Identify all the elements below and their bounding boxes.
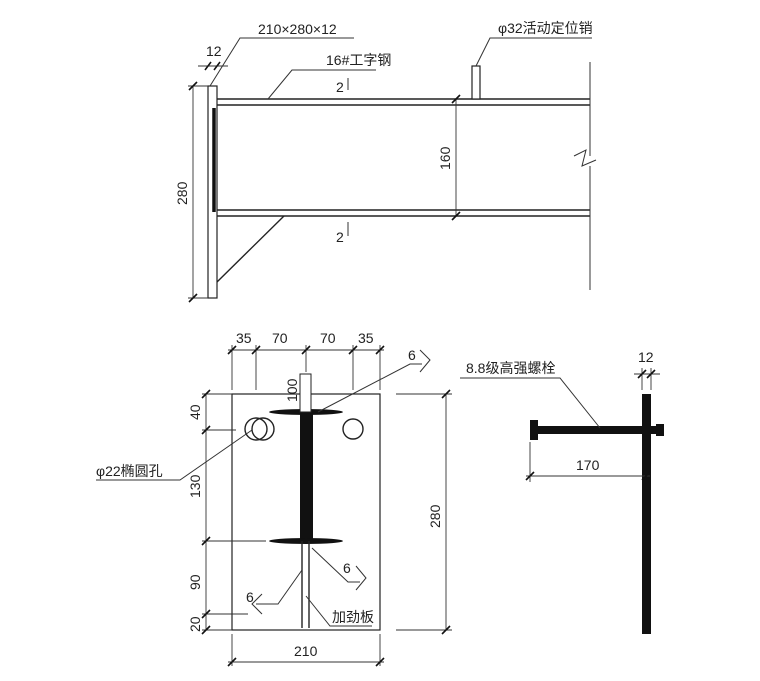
top-dim-2: 70 — [320, 330, 336, 346]
bolt-leader — [460, 377, 601, 429]
bolt-plate — [642, 394, 651, 634]
elevation-view: φ32活动定位销 210×280×12 12 16#工字钢 2 2 280 16… — [174, 20, 597, 303]
plate-thk-label: 12 — [206, 43, 222, 59]
left-tick-5 — [201, 625, 211, 635]
weld-low-leader — [256, 569, 303, 605]
bolt-len-label: 170 — [576, 457, 600, 473]
weld-low-label: 6 — [246, 589, 254, 605]
bolt-thk-tick-2 — [646, 369, 656, 379]
bracket-brace — [216, 215, 285, 283]
locating-pin — [471, 65, 481, 100]
weld-mid-flag — [355, 565, 367, 591]
weld-top-leader — [317, 363, 422, 413]
right-dim-label: 280 — [427, 504, 443, 528]
height-tick-top — [188, 81, 198, 91]
bottom-tick-1 — [227, 657, 237, 667]
beam-leader — [267, 69, 376, 100]
stiffener-label: 加劲板 — [332, 609, 374, 625]
plate-label: 210×280×12 — [258, 21, 337, 37]
bolt-len-tick-2 — [641, 471, 651, 481]
weld-mid-label: 6 — [343, 560, 351, 576]
bolt-shank — [530, 426, 658, 434]
bolt-head — [530, 420, 538, 440]
web-extension — [299, 373, 312, 413]
left-tick-2 — [201, 425, 211, 435]
plate-detail-view: 35 70 70 35 100 6 40 130 90 20 φ22椭圆孔 6 — [96, 330, 452, 667]
bolt-nut — [656, 424, 664, 436]
top-dim-3: 35 — [358, 330, 374, 346]
weld-top-flag — [419, 349, 431, 373]
top-tick-3 — [301, 345, 311, 355]
hole-left — [244, 417, 268, 441]
plate-thk-tick-2 — [213, 61, 221, 71]
beam-dim-label: 160 — [437, 146, 453, 170]
web-dim-label: 100 — [284, 378, 300, 402]
bolt-label: 8.8级高强螺栓 — [466, 360, 555, 376]
stiffener-leader — [305, 595, 372, 627]
hole-label: φ22椭圆孔 — [96, 463, 163, 479]
beam-label: 16#工字钢 — [326, 52, 391, 68]
plate-thk-tick-1 — [204, 61, 212, 71]
top-dim-0: 35 — [236, 330, 252, 346]
height-tick-bottom — [188, 293, 198, 303]
pin-label: φ32活动定位销 — [498, 20, 593, 36]
hole-leader — [96, 429, 253, 481]
weld-top-label: 2 — [336, 79, 344, 95]
bottom-tick-2 — [375, 657, 385, 667]
break-symbol — [573, 149, 597, 167]
top-dim-1: 70 — [272, 330, 288, 346]
left-dim-1: 130 — [187, 474, 203, 498]
bottom-dim-label: 210 — [294, 643, 318, 659]
bolt-thk-label: 12 — [638, 349, 654, 365]
bolt-thk-tick-1 — [637, 369, 647, 379]
top-tick-1 — [227, 345, 237, 355]
left-tick-3 — [201, 536, 211, 546]
pin-leader — [475, 37, 592, 67]
beam-tick-bottom — [451, 211, 461, 221]
top-tick-4 — [348, 345, 358, 355]
left-tick-1 — [201, 389, 211, 399]
right-tick-top — [441, 389, 451, 399]
weld-bottom-label: 2 — [336, 229, 344, 245]
top-tick-2 — [251, 345, 261, 355]
plate-leader — [209, 37, 354, 87]
hole-right — [342, 418, 364, 440]
i-bottom-flange — [269, 538, 343, 544]
weld-mid-leader — [311, 547, 360, 583]
left-tick-4 — [201, 609, 211, 619]
height-dim-label: 280 — [174, 181, 190, 205]
left-dim-2: 90 — [187, 574, 203, 590]
i-web — [300, 412, 313, 541]
weld-top-label: 6 — [408, 347, 416, 363]
left-dim-3: 20 — [187, 616, 203, 632]
hole-left-2 — [251, 417, 275, 441]
beam-tick-top — [451, 94, 461, 104]
left-dim-0: 40 — [187, 404, 203, 420]
bolt-detail-view: 12 8.8级高强螺栓 170 — [460, 349, 664, 634]
bolt-len-tick-1 — [525, 471, 535, 481]
top-tick-5 — [375, 345, 385, 355]
weld-low-flag — [251, 593, 263, 615]
right-tick-bottom — [441, 625, 451, 635]
